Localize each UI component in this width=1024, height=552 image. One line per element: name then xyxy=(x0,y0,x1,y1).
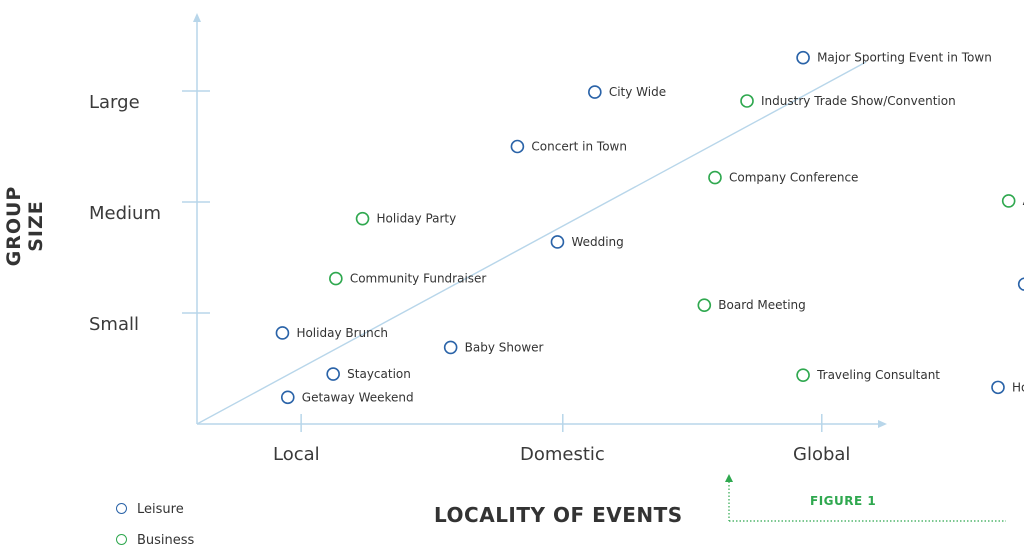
data-label: Industry Trade Show/Convention xyxy=(761,94,956,108)
data-point xyxy=(740,94,754,108)
data-point xyxy=(796,50,810,65)
y-tick-large: Large xyxy=(89,92,140,113)
y-axis-label: GROUP SIZE xyxy=(3,185,47,267)
legend-label-leisure: Leisure xyxy=(137,502,184,517)
x-axis-arrow-icon xyxy=(878,420,887,428)
x-axis-label: LOCALITY OF EVENTS xyxy=(434,503,683,527)
diagonal-line xyxy=(196,61,867,425)
data-label: Staycation xyxy=(347,367,411,381)
y-tick-medium: Medium xyxy=(89,203,161,224)
data-points: City Wide Major Sporting Event in TownCon… xyxy=(275,50,1024,405)
leisure-marker-icon xyxy=(116,503,127,514)
x-tick-global: Global xyxy=(793,444,851,465)
x-tick-domestic: Domestic xyxy=(520,444,605,465)
data-label: Company Conference xyxy=(729,171,858,185)
data-label: Community Fundraiser xyxy=(350,272,487,286)
data-label: Honeymoon xyxy=(1012,380,1024,394)
data-point xyxy=(697,298,712,313)
data-label: Traveling Consultant xyxy=(816,368,940,382)
x-tick-local: Local xyxy=(273,444,320,465)
data-label: Board Meeting xyxy=(718,298,805,312)
data-label: Holiday Party xyxy=(377,212,457,226)
y-tick-small: Small xyxy=(89,314,139,335)
data-label: Academic Conference xyxy=(1023,194,1024,208)
data-label: Major Sporting Event in Town xyxy=(817,51,992,65)
data-point xyxy=(326,367,340,381)
legend-label-business: Business xyxy=(137,533,195,548)
data-point xyxy=(443,340,458,355)
legend-item-business: Business xyxy=(116,533,194,548)
business-marker-icon xyxy=(116,534,127,545)
data-point xyxy=(796,368,810,382)
data-point xyxy=(510,139,525,154)
y-axis-arrow-icon xyxy=(193,13,201,22)
data-label: Concert in Town xyxy=(531,140,627,154)
data-label: Getaway Weekend xyxy=(302,390,414,404)
data-point xyxy=(708,170,722,185)
data-point xyxy=(329,271,343,286)
axes xyxy=(182,13,1006,522)
data-label: Baby Shower xyxy=(465,340,544,354)
data-point xyxy=(275,326,290,340)
data-label: Holiday Brunch xyxy=(296,326,388,340)
data-point xyxy=(355,211,370,226)
data-point xyxy=(280,390,295,405)
data-point xyxy=(550,235,565,249)
figure-callout-arrow-icon xyxy=(725,474,733,482)
data-label: City Wide xyxy=(609,85,666,99)
data-label: Wedding xyxy=(571,235,623,249)
data-point xyxy=(1017,277,1024,291)
legend-item-leisure: Leisure xyxy=(116,502,184,517)
data-point xyxy=(1001,194,1016,208)
data-point xyxy=(588,85,602,99)
data-point xyxy=(991,380,1005,395)
figure-label: FIGURE 1 xyxy=(810,494,877,508)
